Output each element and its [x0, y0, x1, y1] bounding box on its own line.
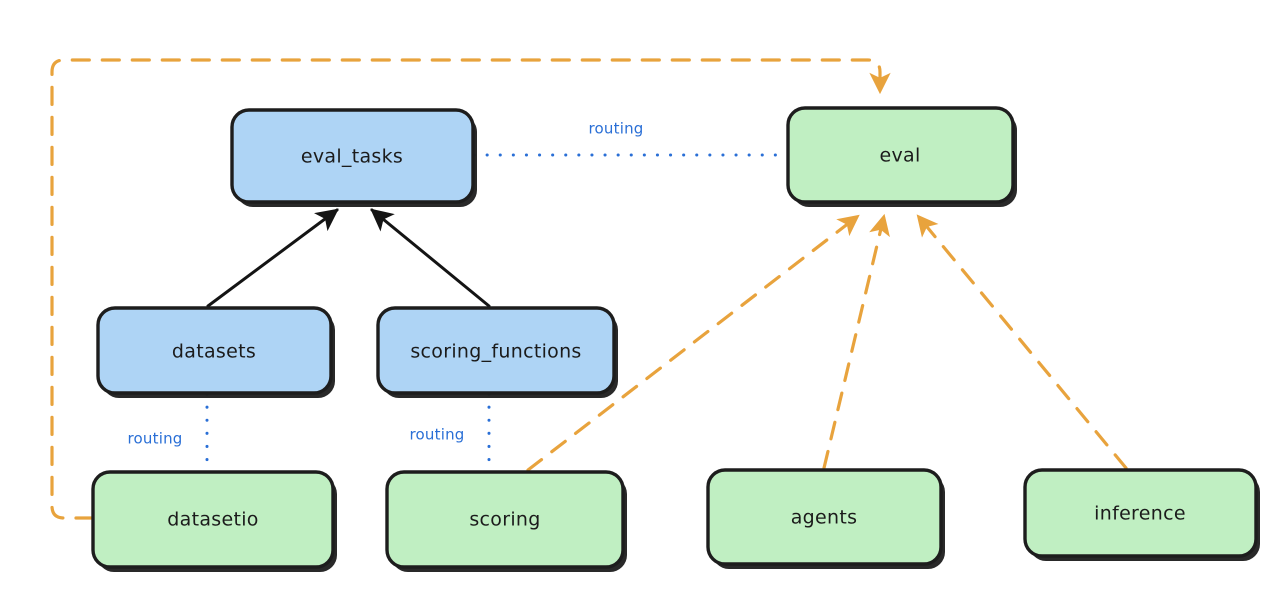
edge-datasetio-eval [50, 58, 891, 520]
edge-inference-eval [916, 214, 1128, 470]
edge-path-datasetio-eval [50, 58, 891, 520]
node-scoring-functions-label: scoring_functions [410, 341, 581, 363]
node-agents[interactable]: agents [706, 468, 945, 569]
edge-path-datasets-eval-tasks [206, 208, 339, 308]
edge-scoring-functions-eval-tasks [370, 208, 491, 308]
edge-path-scoring-functions-eval-tasks [370, 208, 491, 308]
node-eval-tasks-box[interactable] [230, 108, 475, 204]
node-eval-box[interactable] [786, 106, 1015, 204]
node-scoring-functions-box[interactable] [376, 306, 616, 395]
edge-path-inference-eval [916, 214, 1128, 470]
edge-agents-eval [822, 213, 890, 470]
node-datasetio-label: datasetio [167, 509, 258, 531]
node-datasetio-box[interactable] [91, 470, 335, 569]
edge-labels-layer: routing routing routing [128, 120, 644, 448]
node-inference-box[interactable] [1023, 468, 1258, 558]
edge-path-agents-eval [822, 213, 890, 470]
node-datasets[interactable]: datasets [96, 306, 335, 398]
edge-label-routing-scoring-functions: routing [410, 426, 465, 444]
node-scoring-box[interactable] [385, 470, 625, 569]
edge-label-routing-datasets: routing [128, 430, 183, 448]
edge-scoring-eval [526, 214, 860, 472]
edge-path-scoring-eval [526, 214, 860, 472]
node-agents-box[interactable] [706, 468, 943, 566]
node-scoring-label: scoring [469, 509, 540, 531]
node-scoring-functions[interactable]: scoring_functions [376, 306, 618, 398]
edges-layer [50, 58, 1128, 520]
node-datasetio[interactable]: datasetio [91, 470, 337, 572]
edge-label-routing-eval-tasks: routing [589, 120, 644, 138]
node-inference-label: inference [1094, 503, 1186, 525]
node-datasets-label: datasets [172, 341, 256, 363]
node-eval[interactable]: eval [786, 106, 1017, 207]
node-inference[interactable]: inference [1023, 468, 1260, 561]
edge-datasets-eval-tasks [206, 208, 339, 308]
node-agents-label: agents [791, 507, 858, 529]
node-scoring[interactable]: scoring [385, 470, 627, 572]
nodes-layer: eval_tasks eval datasets scoring_functio… [91, 106, 1260, 572]
node-datasets-box[interactable] [96, 306, 333, 395]
node-eval-label: eval [879, 145, 920, 167]
node-eval-tasks-label: eval_tasks [301, 146, 403, 168]
node-eval-tasks[interactable]: eval_tasks [230, 108, 477, 207]
